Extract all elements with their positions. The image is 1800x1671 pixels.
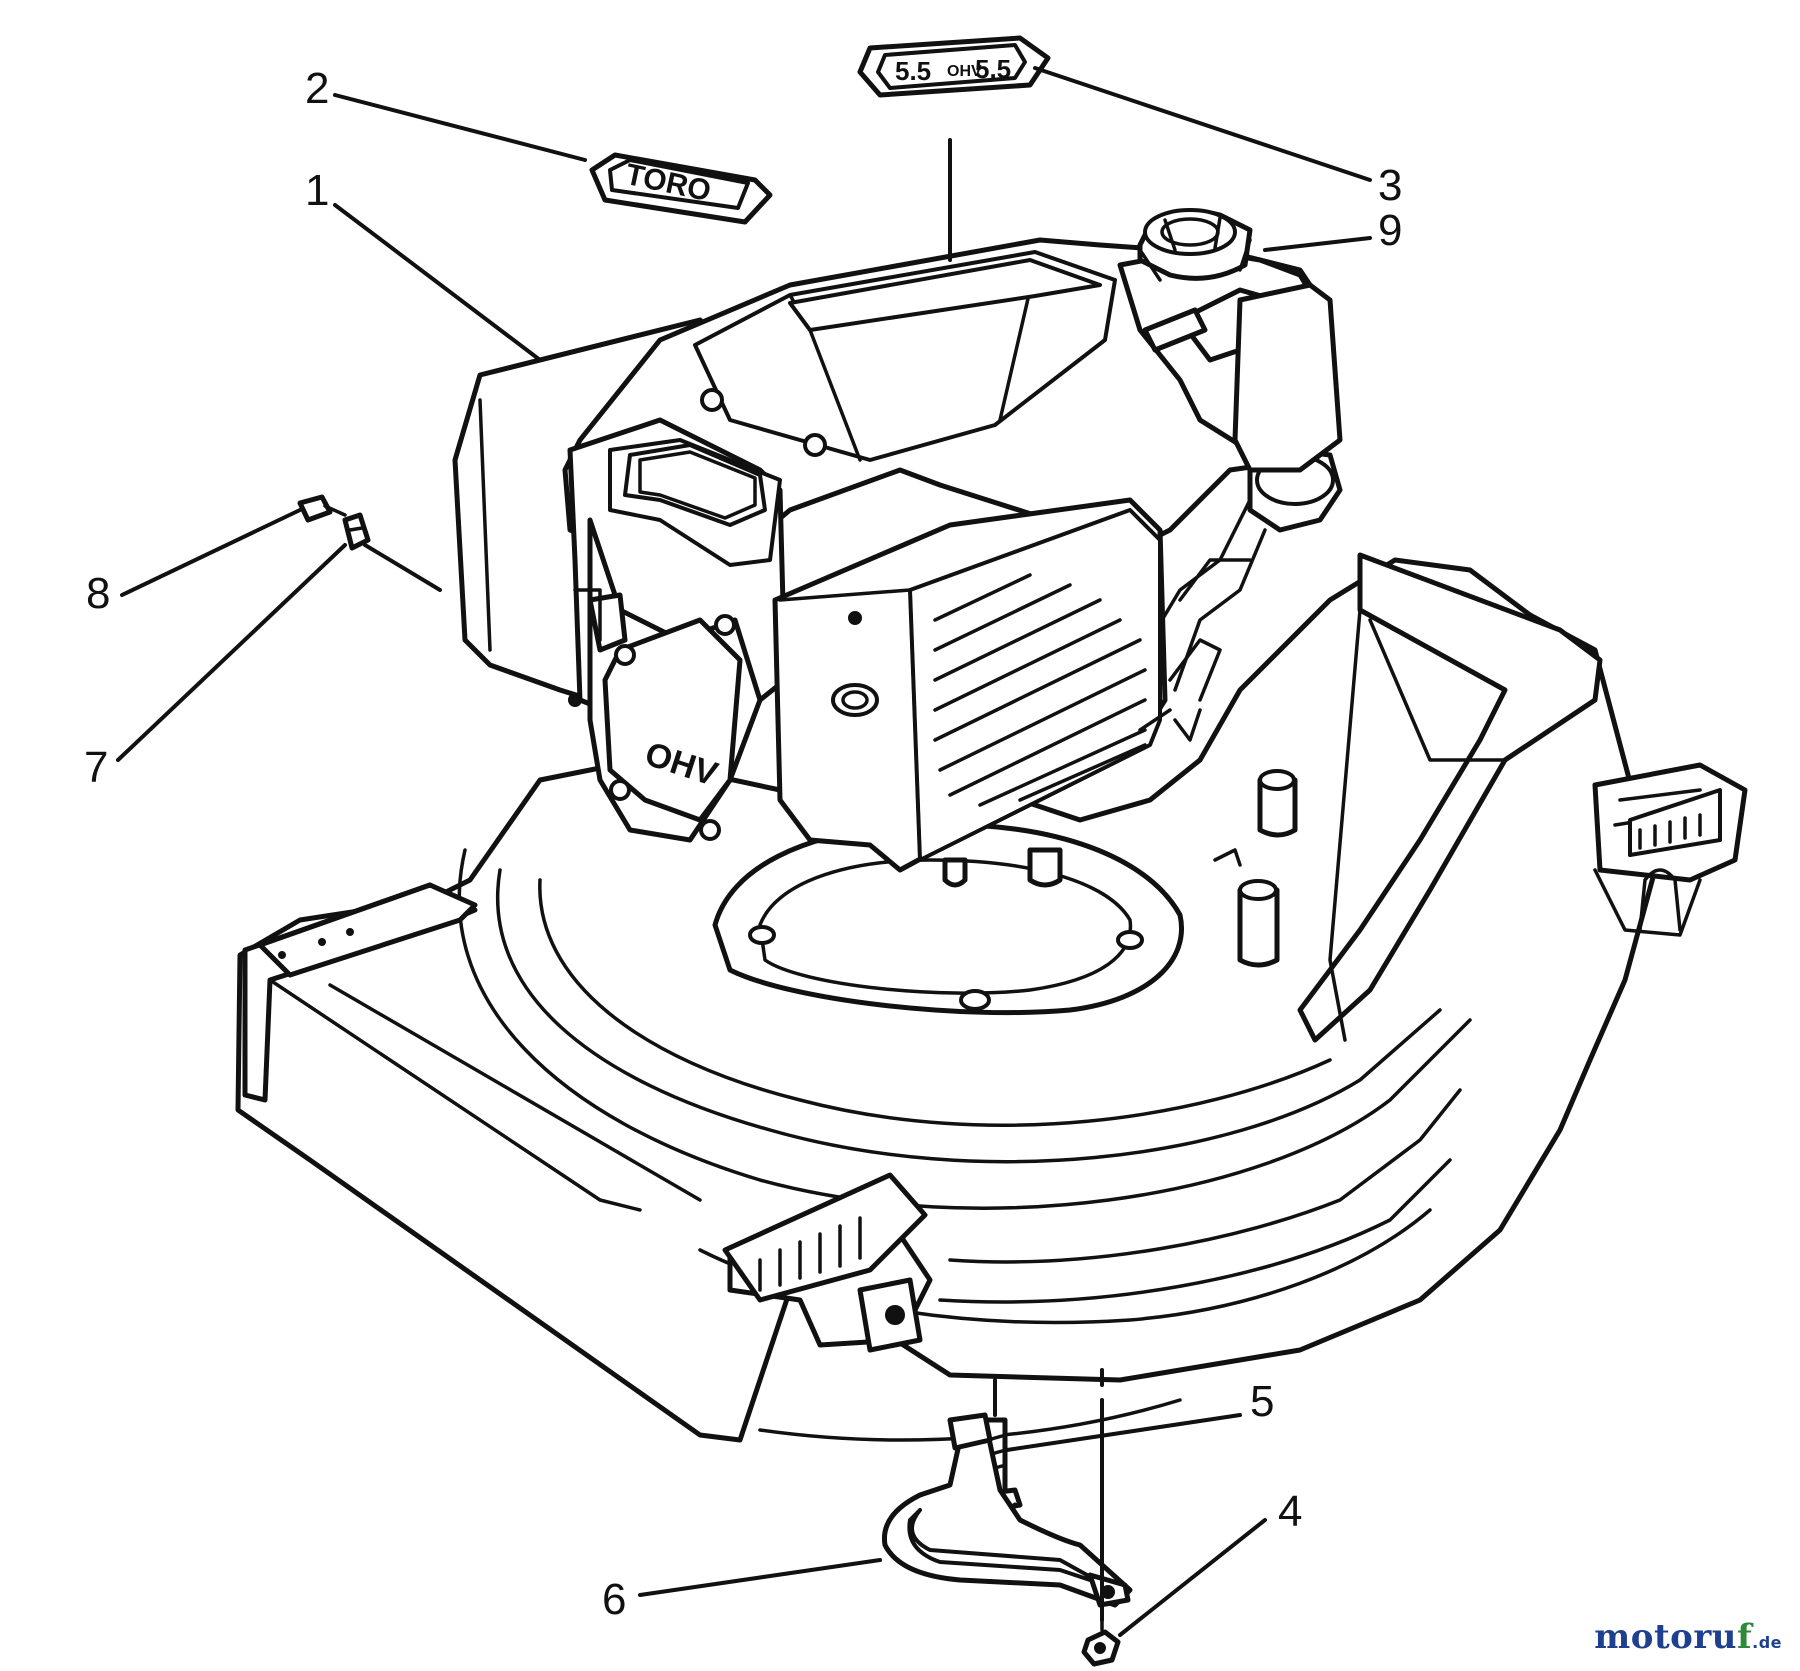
callout-1: 1: [305, 166, 329, 215]
callout-9: 9: [1378, 206, 1402, 255]
callout-5: 5: [1250, 1377, 1274, 1426]
callout-4: 4: [1278, 1487, 1302, 1536]
mower-deck: [235, 552, 1748, 1443]
callout-7: 7: [84, 743, 108, 792]
callout-6: 6: [602, 1575, 626, 1624]
clip-part-7: [342, 512, 371, 551]
engine-assembly: OHV: [452, 208, 1343, 888]
power-decal-right: 5.5: [975, 54, 1011, 84]
watermark-tld: .de: [1752, 1633, 1782, 1652]
power-decal: 5.5 OHV 5.5: [857, 35, 1051, 98]
callout-2: 2: [305, 64, 329, 113]
screw-part-8: [297, 494, 347, 523]
leader-lines: [116, 66, 1372, 1637]
nut-part-4: [1081, 1618, 1121, 1667]
muffler-grille: [933, 573, 1147, 807]
power-decal-mid: OHV: [947, 63, 982, 80]
watermark-logo: motoruf.de: [1594, 1617, 1782, 1657]
bracket-part-6: [881, 1412, 1133, 1608]
callout-numbers: 1 2 3 4 5 6 7 8 9: [84, 64, 1402, 1624]
callout-8: 8: [86, 569, 110, 618]
power-decal-left: 5.5: [895, 56, 931, 86]
callout-3: 3: [1378, 161, 1402, 210]
watermark-accent: f: [1736, 1617, 1753, 1657]
toro-decal: TORO: [589, 152, 773, 225]
watermark-main: motoru: [1594, 1617, 1737, 1657]
